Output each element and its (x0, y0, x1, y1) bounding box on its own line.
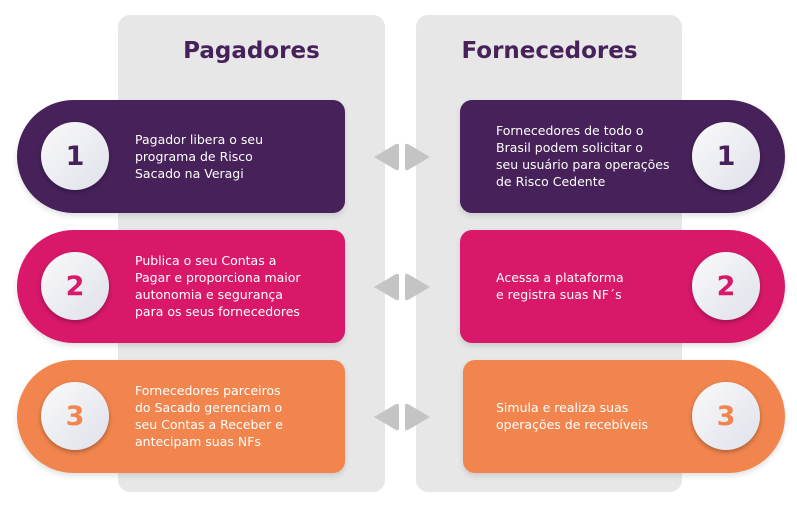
pagador-step-2: 2 Publica o seu Contas a Pagar e proporcio… (17, 230, 345, 343)
text-line: Fornecedores de todo o (496, 123, 644, 138)
step-text: Simula e realiza suas operações de recebí… (496, 399, 648, 433)
fornecedores-title: Fornecedores (461, 38, 638, 64)
text-line: Acessa a plataforma (496, 270, 624, 285)
text-line: Fornecedores parceiros (135, 383, 281, 398)
text-line: operações de recebíveis (496, 417, 648, 432)
text-line: antecipam suas NFs (135, 434, 261, 449)
text-line: Publica o seu Contas a (135, 253, 277, 268)
text-line: de Risco Cedente (496, 174, 606, 189)
text-line: Pagar e proporciona maior (135, 270, 301, 285)
step-number-badge: 1 (692, 122, 760, 190)
text-line: do Sacado gerenciam o (135, 400, 283, 415)
step-text: Acessa a plataforma e registra suas NF´s (496, 269, 624, 303)
fornecedor-step-1: 1 Fornecedores de todo o Brasil podem soli… (460, 100, 785, 213)
fornecedor-step-3: 3 Simula e realiza suas operações de receb… (463, 360, 785, 473)
bidirectional-arrow-icon (374, 143, 430, 171)
step-number-badge: 3 (692, 382, 760, 450)
text-line: e registra suas NF´s (496, 287, 622, 302)
bidirectional-arrow-icon (374, 403, 430, 431)
step-number-badge: 1 (41, 122, 109, 190)
text-line: Sacado na Veragi (135, 165, 244, 181)
text-line: Pagador libera o seu (135, 131, 264, 147)
text-line: seu Contas a Receber e (135, 417, 283, 432)
step-text: Publica o seu Contas a Pagar e proporcion… (135, 252, 301, 320)
fornecedor-step-2: 2 Acessa a plataforma e registra suas NF´s (460, 230, 785, 343)
step-number-badge: 2 (41, 252, 109, 320)
step-text: Fornecedores de todo o Brasil podem solic… (496, 122, 670, 190)
text-line: Brasil podem solicitar o (496, 140, 643, 155)
pagador-step-3: 3 Fornecedores parceiros do Sacado gerenci… (17, 360, 345, 473)
step-text: Fornecedores parceiros do Sacado gerencia… (135, 382, 283, 450)
text-line: seu usuário para operações (496, 157, 670, 172)
bidirectional-arrow-icon (374, 273, 430, 301)
text-line: Simula e realiza suas (496, 400, 629, 415)
step-number-badge: 3 (41, 382, 109, 450)
step-number-badge: 2 (692, 252, 760, 320)
text-line: programa de Risco (135, 148, 253, 164)
text-line: autonomia e segurança (135, 287, 283, 302)
pagadores-title: Pagadores (183, 38, 320, 64)
text-line: para os seus fornecedores (135, 304, 300, 319)
